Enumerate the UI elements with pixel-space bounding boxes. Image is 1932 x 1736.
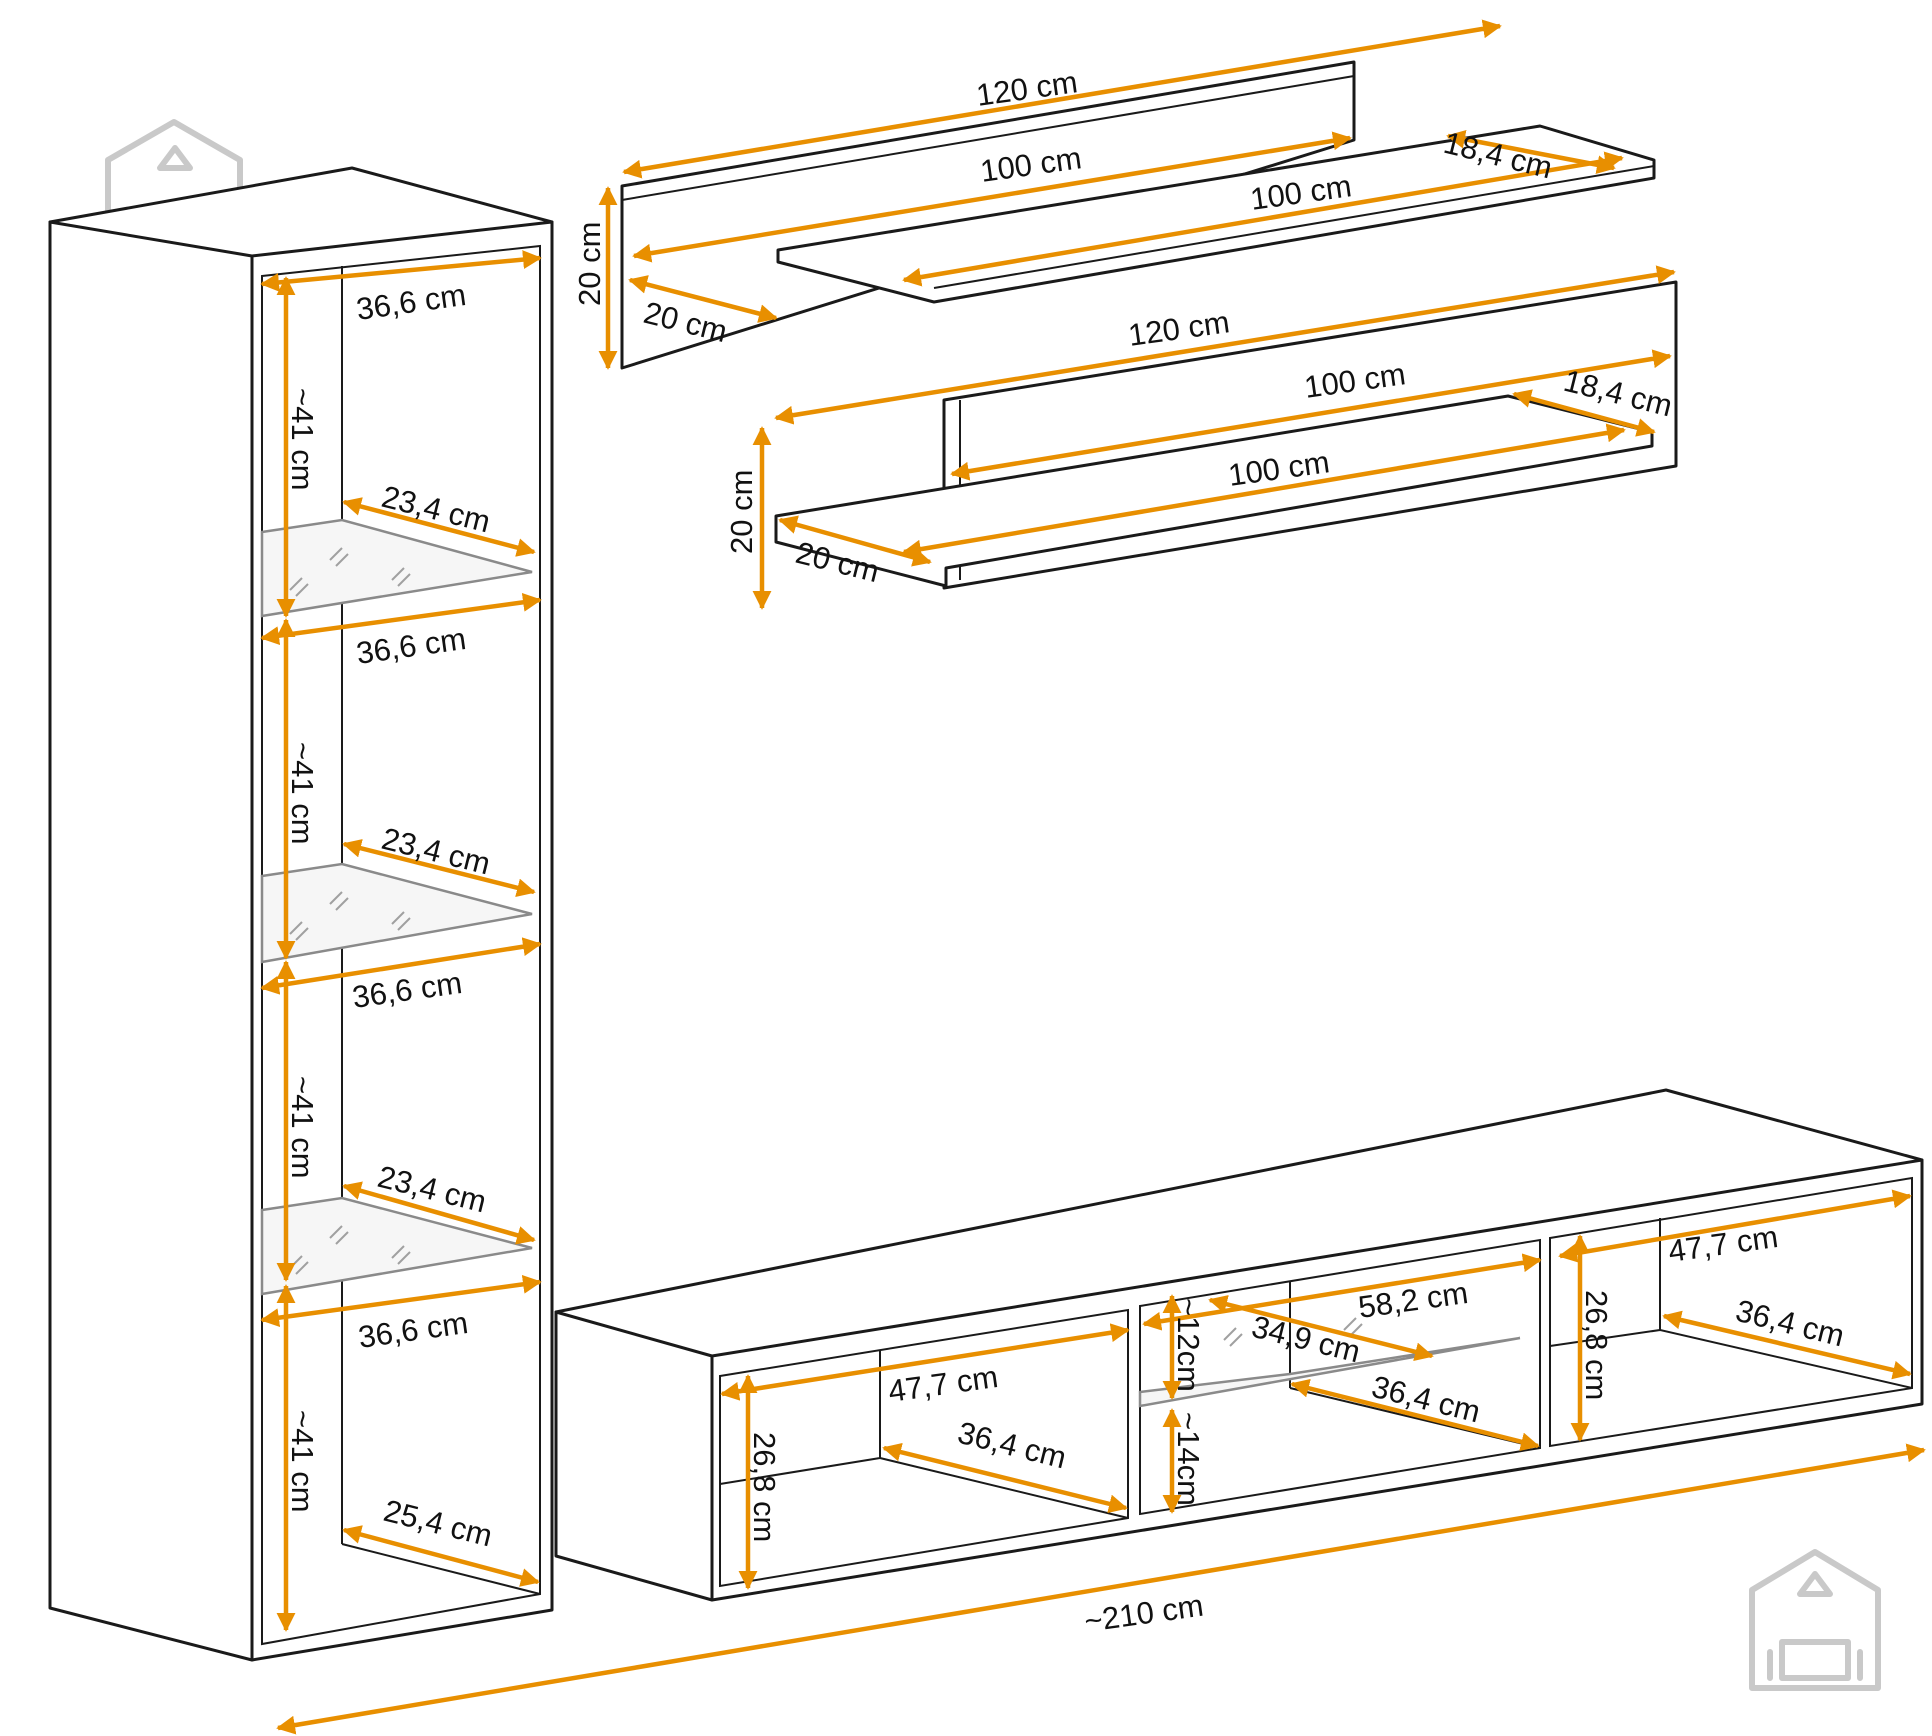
dim-line-bottom-panel-length: [774, 265, 1676, 425]
label-tv-left-height: 26,8 cm: [747, 1432, 782, 1542]
dim-line-tv-glass-depth: [1208, 1294, 1434, 1362]
dim-line-shelf-width-3: [260, 937, 542, 995]
label-bottom-panel-height: 20 cm: [724, 470, 759, 554]
label-height-1: ~41 cm: [285, 388, 320, 491]
dim-line-top-board-depth: [1446, 129, 1616, 175]
label-height-2: ~41 cm: [285, 742, 320, 845]
tall-cabinet-left-side: [48, 220, 254, 1662]
dim-line-tv-right-depth: [1662, 1310, 1912, 1380]
dim-line-glass-depth-2: [342, 839, 536, 897]
dim-line-tv-right-width: [1558, 1189, 1912, 1263]
glass-shelf-3: [260, 1196, 533, 1296]
label-top-panel-height: 20 cm: [572, 222, 607, 306]
label-height-4: ~41 cm: [285, 1410, 320, 1513]
label-top-panel-length: 120 cm: [974, 64, 1080, 113]
dim-line-top-side-depth: [628, 275, 778, 323]
dim-line-bottom-board-front: [902, 423, 1626, 559]
label-tv-upper-height: ~12cm: [1171, 1298, 1206, 1392]
glass-shelf-1: [260, 518, 533, 618]
dim-line-tv-left-width: [720, 1323, 1130, 1401]
dim-line-bottom-board-depth: [1512, 389, 1656, 437]
label-tv-right-height: 26,8 cm: [1579, 1290, 1614, 1400]
dim-line-total-width: [276, 1443, 1926, 1735]
watermark-logo-bottom-right: [1749, 1549, 1881, 1691]
dim-line-shelf-width-4: [260, 1274, 542, 1328]
dimension-lines: [260, 19, 1926, 1735]
label-tv-lower-height: ~14cm: [1171, 1412, 1206, 1506]
dim-line-glass-depth-3: [342, 1181, 536, 1245]
tv-stand-left-side: [554, 1310, 714, 1602]
label-total-width: ~210 cm: [1082, 1588, 1205, 1639]
dim-line-tv-middle-depth: [1290, 1378, 1540, 1452]
glass-reflection-marks: [289, 547, 411, 1275]
dim-line-top-board-front: [902, 151, 1624, 287]
label-height-3: ~41 cm: [285, 1076, 320, 1179]
dim-line-shelf-width-1: [260, 250, 542, 292]
dim-line-glass-depth-1: [342, 497, 536, 557]
dim-line-shelf-width-2: [260, 592, 542, 646]
dim-line-bottom-side-depth: [778, 515, 932, 567]
